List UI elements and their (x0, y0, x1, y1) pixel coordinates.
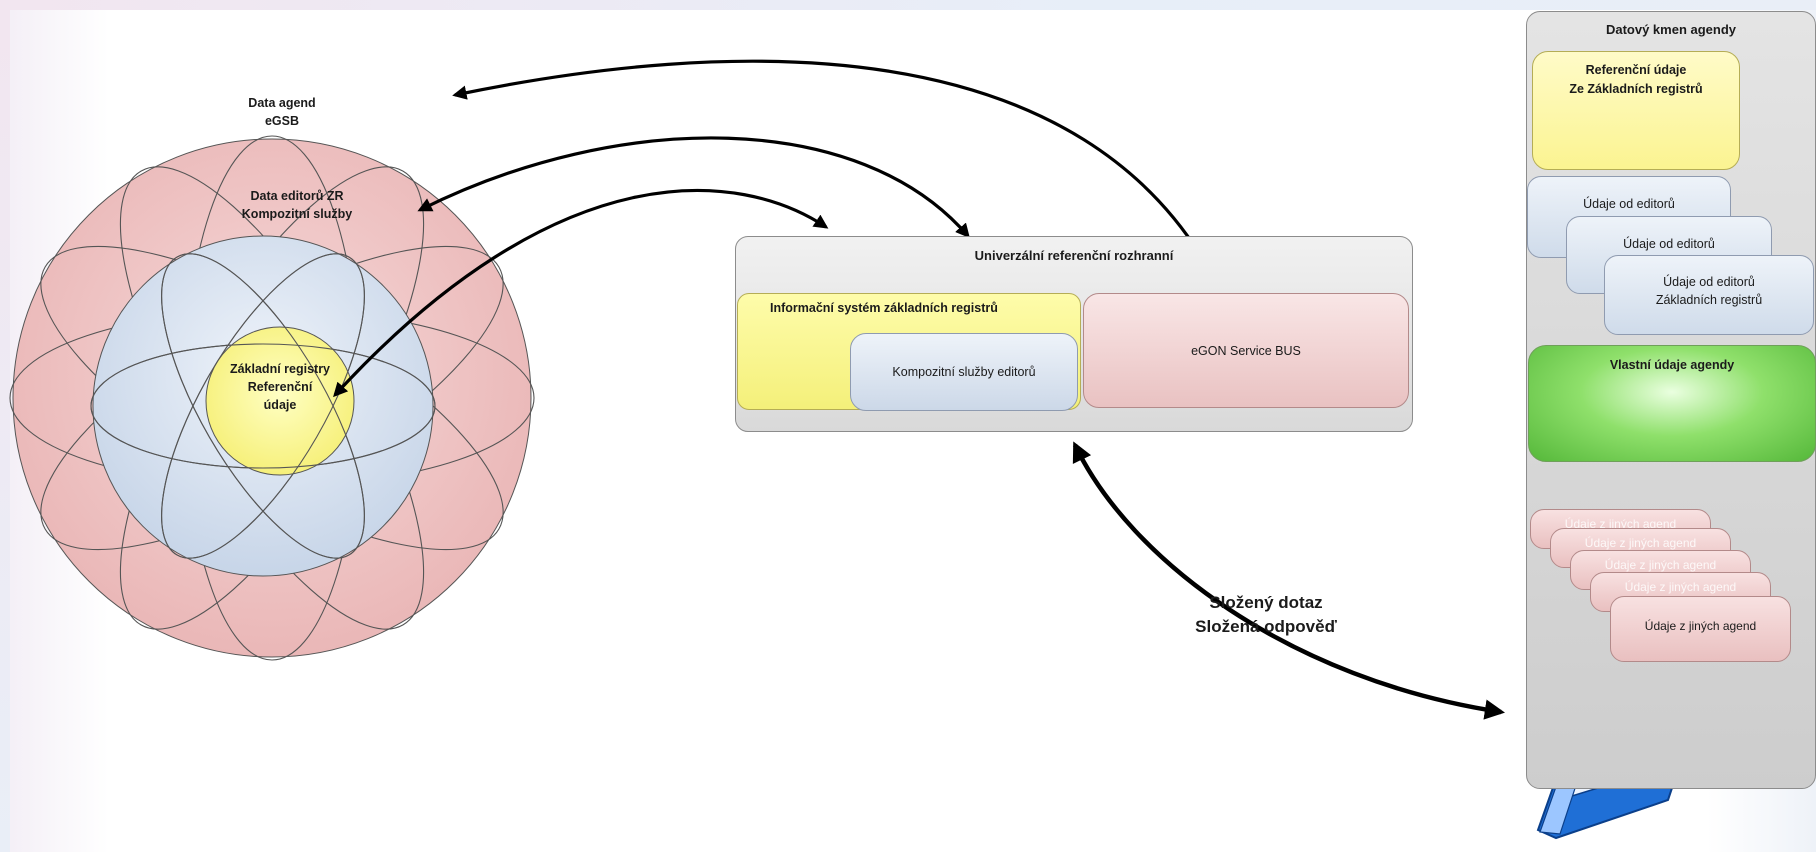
other-agenda-label-1: Údaje z jiných agend (1564, 517, 1677, 531)
reference-data-label: Referenční údaje Ze Základních registrů (1533, 61, 1739, 99)
top-gradient-bar (0, 0, 1816, 10)
other-agenda-label-5: Údaje z jiných agend (1644, 619, 1757, 633)
query-line1: Složený dotaz (1209, 593, 1323, 612)
isz-title: Informační systém základních registrů (770, 301, 998, 315)
arrow-data-agend (452, 59, 1224, 297)
composite-query-label: Složený dotaz Složená odpověď (1186, 591, 1346, 639)
inner-core-label: Základní registry Referenční údaje (210, 360, 350, 414)
composite-services-box: Kompozitní služby editorů (850, 333, 1078, 411)
own-agenda-data-box: Vlastní údaje agendy (1528, 345, 1816, 462)
inner-core-label-line3: údaje (263, 398, 297, 412)
middle-ring-label-line2: Kompozitní služby (241, 207, 353, 221)
query-line2: Složená odpověď (1195, 617, 1337, 636)
outer-ring-label-line1: Data agend (248, 96, 316, 110)
outer-ring-label: Data agend eGSB (222, 94, 342, 130)
own-agenda-data-label: Vlastní údaje agendy (1609, 358, 1735, 372)
left-gradient-bar (0, 0, 10, 852)
outer-ring-label-line2: eGSB (264, 114, 300, 128)
editors-data-label-3-line1: Údaje od editorů (1663, 275, 1755, 289)
reference-data-line1: Referenční údaje (1585, 63, 1687, 77)
middle-ring-label: Data editorů ZR Kompozitní služby (212, 187, 382, 223)
editors-data-label-2: Údaje od editorů (1623, 237, 1715, 251)
editors-data-label-1: Údaje od editorů (1583, 197, 1675, 211)
egon-label: eGON Service BUS (1191, 344, 1301, 358)
editors-data-label-3-line2: Základních registrů (1655, 293, 1763, 307)
reference-data-box: Referenční údaje Ze Základních registrů (1532, 51, 1740, 170)
inner-core-label-line2: Referenční (247, 380, 313, 394)
reference-data-line2: Ze Základních registrů (1569, 82, 1703, 96)
other-agenda-label-4: Údaje z jiných agend (1624, 580, 1737, 594)
editors-data-box-3: Údaje od editorů Základních registrů (1604, 255, 1814, 335)
arrow-composite-query (1072, 441, 1506, 720)
panel-title: Datový kmen agendy (1605, 22, 1737, 37)
other-agenda-box-5: Údaje z jiných agend (1610, 596, 1791, 662)
other-agenda-label-3: Údaje z jiných agend (1604, 558, 1717, 572)
middle-ring-label-line1: Data editorů ZR (250, 189, 344, 203)
inner-core-label-line1: Základní registry (229, 362, 331, 376)
arrow-data-editoru (417, 136, 970, 239)
arrow-zakladni-registry (333, 188, 829, 398)
interface-title: Univerzální referenční rozhranní (974, 248, 1174, 263)
egon-service-bus-box: eGON Service BUS (1083, 293, 1409, 408)
editors-data-label-3: Údaje od editorů Základních registrů (1605, 273, 1813, 309)
other-agenda-label-2: Údaje z jiných agend (1584, 536, 1697, 550)
